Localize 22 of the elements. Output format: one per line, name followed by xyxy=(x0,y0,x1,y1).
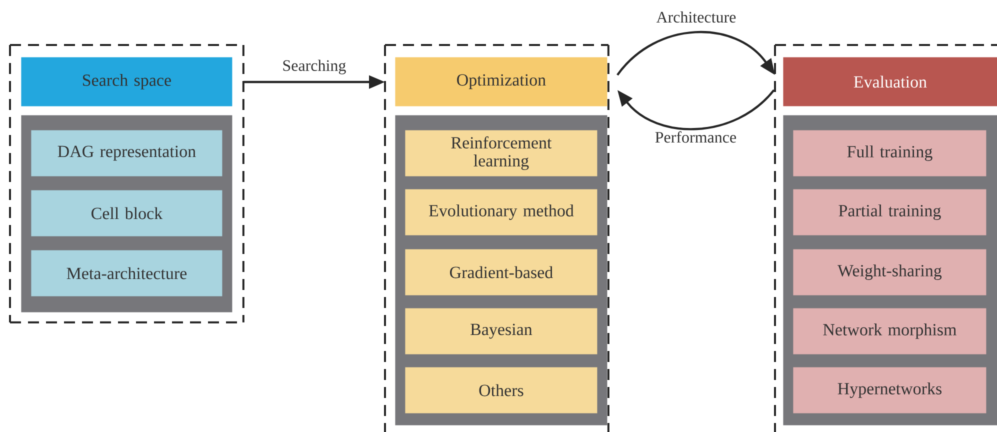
dashed-frame xyxy=(774,44,997,432)
edge-label: Performance xyxy=(655,131,736,143)
header-box: Search space xyxy=(21,57,232,106)
method-box: Partial training xyxy=(793,189,986,236)
method-box: Bayesian xyxy=(405,308,598,354)
method-box: Full training xyxy=(793,130,986,176)
method-box: Meta-architecture xyxy=(31,250,222,296)
method-box: Hypernetworks xyxy=(793,367,986,414)
method-box: Cell block xyxy=(31,190,222,236)
dashed-frame xyxy=(384,44,610,432)
method-box: Evolutionary method xyxy=(405,189,598,236)
dashed-frame xyxy=(9,44,244,324)
method-box: DAG representation xyxy=(31,130,222,176)
method-box: Gradient-based xyxy=(405,249,598,296)
method-box: Weight-sharing xyxy=(793,249,986,296)
method-box: Others xyxy=(405,367,598,414)
method-box: Network morphism xyxy=(793,308,986,354)
header-box: Optimization xyxy=(395,57,608,106)
method-box: Reinforcement learning xyxy=(405,130,598,176)
edge-label: Architecture xyxy=(656,11,736,23)
edge-label: Searching xyxy=(283,60,346,74)
header-box: Evaluation xyxy=(783,57,997,106)
